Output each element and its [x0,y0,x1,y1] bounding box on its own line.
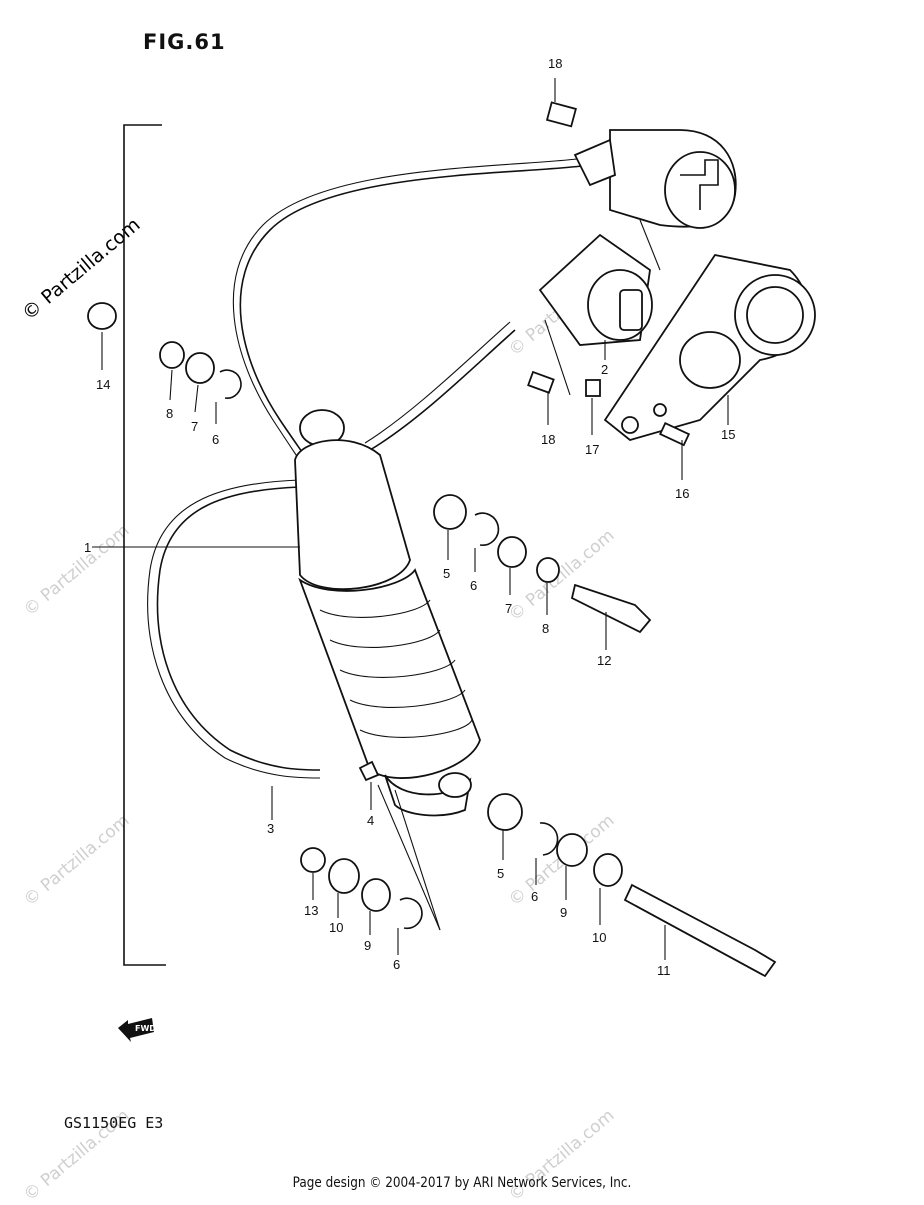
washer-7-left [185,352,215,384]
callout-label: 7 [191,419,198,434]
callout-label: 5 [497,866,504,881]
callout-label: 10 [329,920,343,935]
assembly-bracket [123,124,166,966]
callout-label: 2 [601,362,608,377]
bushing-5 [433,494,467,530]
callout-label: 13 [304,903,318,918]
reservoir-assembly [545,101,737,229]
callout-label: 14 [96,377,110,392]
model-code: GS1150EG E3 [64,1114,164,1132]
collar-17 [585,379,601,397]
lower-hose [156,486,321,771]
adjuster-assembly [538,233,653,346]
callout-label: 16 [675,486,689,501]
callout-label: 18 [541,432,555,447]
callout-label: 18 [548,56,562,71]
callout-label: 7 [505,601,512,616]
bolt-18 [527,370,555,394]
bushing-5-lower [487,793,523,831]
collar-10 [593,853,623,887]
callout-label: 6 [212,432,219,447]
fwd-badge-label: FWD [135,1024,156,1033]
shock-absorber [294,409,481,817]
washer-9-left [361,878,391,912]
callout-label: 12 [597,653,611,668]
reservoir-hose [239,164,591,521]
nut-13 [300,847,326,873]
callout-label: 4 [367,813,374,828]
fitting-4 [358,760,380,782]
callout-label: 15 [721,427,735,442]
nut-14 [87,302,117,330]
callout-label: 5 [443,566,450,581]
callout-label: 6 [470,578,477,593]
footer-copyright: Page design © 2004-2017 by ARI Network S… [292,1175,632,1191]
figure-title: FIG.61 [143,30,226,54]
callout-label: 6 [393,957,400,972]
fwd-arrow-icon: FWD [118,1018,156,1042]
callout-label: 1 [84,540,91,555]
washer-8-left [159,341,185,369]
callout-label: 3 [267,821,274,836]
bolt-16 [659,421,691,447]
washer-8 [536,557,560,583]
callout-labels: 18 14 8 7 6 2 18 17 15 16 1 5 6 7 8 12 3… [84,56,735,978]
washer-9 [556,833,588,867]
callout-label: 6 [531,889,538,904]
callout-label: 9 [560,905,567,920]
bolt-12 [570,583,652,634]
bolt-11 [623,883,777,978]
callout-label: 8 [542,621,549,636]
bracket-plate [603,253,816,441]
callout-label: 8 [166,406,173,421]
callout-label: 17 [585,442,599,457]
adjuster-cable [369,329,516,451]
callout-label: 11 [657,963,671,978]
callout-label: 10 [592,930,606,945]
callout-label: 9 [364,938,371,953]
collar-10-left [328,858,360,894]
washer-7 [497,536,527,568]
